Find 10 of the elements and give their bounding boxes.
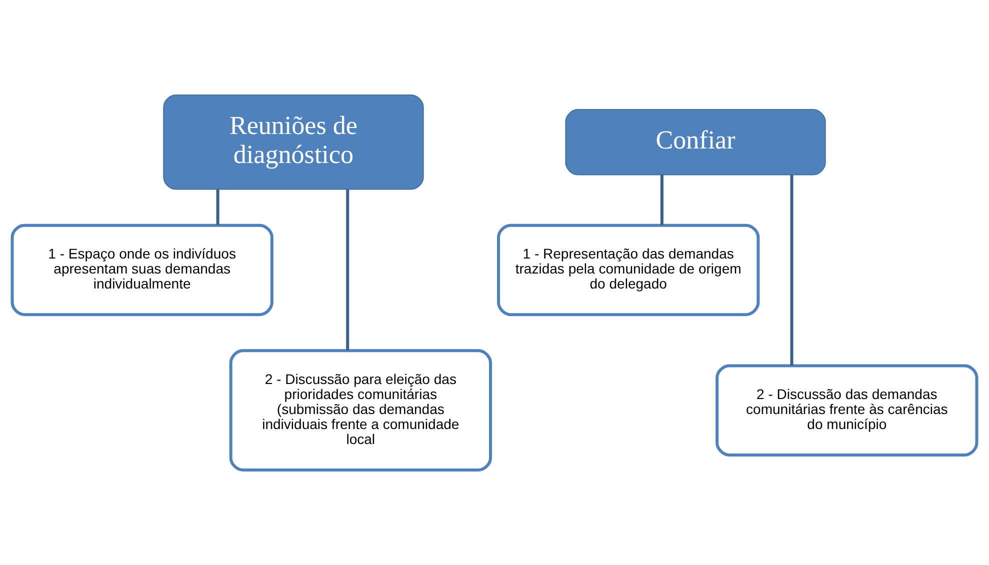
node-box: 1 - Espaço onde os indivíduos apresentam suas demandas individualmente xyxy=(10,224,274,316)
connector xyxy=(790,174,794,366)
node-box: 2 - Discussão para eleição das prioridades comunitárias (submissão das demandas individuais frente a comunidade local xyxy=(229,349,492,472)
connector xyxy=(660,174,664,225)
node-box: 2 - Discussão das demandas comunitárias frente às carências do município xyxy=(716,364,978,456)
connector xyxy=(346,189,350,350)
node-box: Confiar xyxy=(565,109,826,176)
node-box: Reuniões de diagnóstico xyxy=(163,94,424,190)
node-box: 1 - Representação das demandas trazidas pela comunidade de origem do delegado xyxy=(497,224,760,316)
connector xyxy=(216,189,220,226)
